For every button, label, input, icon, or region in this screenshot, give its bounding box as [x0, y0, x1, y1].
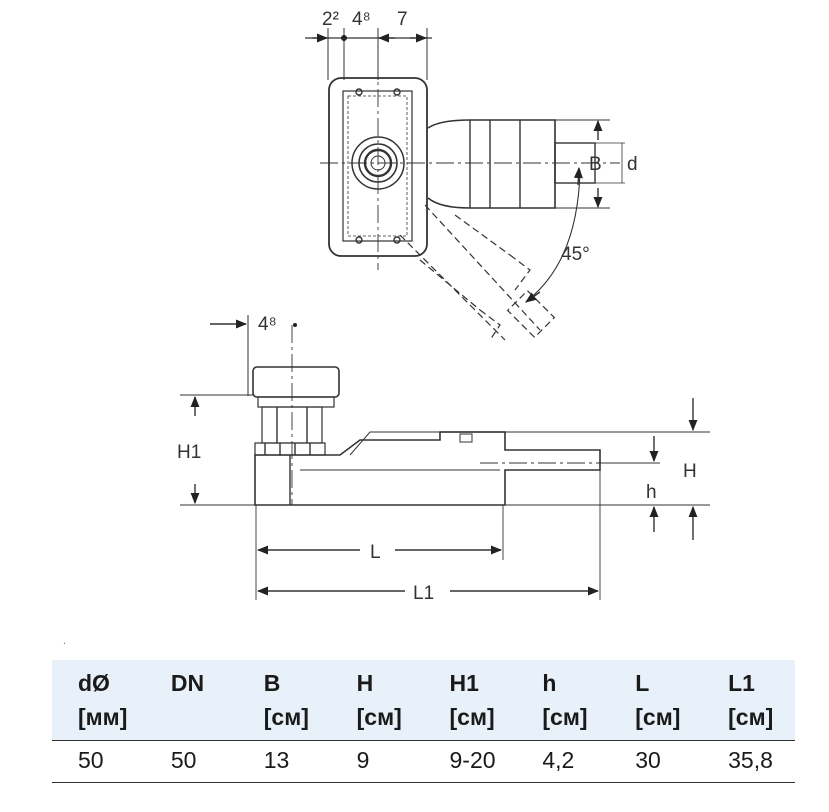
cell-b: 13	[237, 740, 331, 783]
col-header-h-small: h[см]	[542, 670, 588, 730]
footnote-mark: .	[63, 636, 66, 647]
dim-label-h-lower: h	[646, 482, 657, 503]
angle-label: 45°	[561, 244, 590, 265]
cell-h-small: 4,2	[516, 740, 610, 783]
dim-label-2-2: 2²	[322, 9, 339, 30]
technical-drawing: 2² 4⁸ 7 B d 45°	[177, 9, 710, 604]
col-header-h: H[см]	[356, 670, 402, 730]
cell-l: 30	[609, 740, 703, 783]
dim-label-d: d	[627, 154, 638, 175]
col-header-diameter: dØ[мм]	[78, 670, 128, 730]
dim-label-h-upper: H	[683, 461, 697, 482]
col-header-b: B[см]	[263, 670, 309, 730]
col-header-l: L[см]	[635, 670, 681, 730]
cell-l1: 35,8	[702, 740, 795, 783]
dim-label-4-8: 4⁸	[352, 9, 371, 30]
dim-label-l: L	[370, 542, 381, 563]
cell-diameter: 50	[52, 740, 145, 783]
dim-label-h1: H1	[177, 442, 201, 463]
spec-table-header-row: dØ[мм] DN B[см] H[см] H1[см] h[см] L[см]…	[52, 660, 795, 741]
dim-label-l1: L1	[413, 583, 434, 604]
cell-h1: 9-20	[423, 740, 517, 783]
top-view	[305, 28, 625, 341]
side-view	[180, 315, 710, 600]
col-header-l1: L1[см]	[728, 670, 774, 730]
side-view-labels: 4⁸ H1 H h L L1	[177, 314, 697, 604]
cell-dn: 50	[144, 740, 238, 783]
top-view-labels: 2² 4⁸ 7 B d 45°	[322, 9, 638, 265]
spec-table: dØ[мм] DN B[см] H[см] H1[см] h[см] L[см]…	[52, 660, 795, 783]
cell-h: 9	[330, 740, 424, 783]
table-row: 50 50 13 9 9-20 4,2 30 35,8	[52, 740, 795, 783]
col-header-h1: H1[см]	[449, 670, 495, 730]
dim-label-b: B	[589, 154, 602, 175]
dim-label-side-4-8: 4⁸	[258, 314, 277, 335]
col-header-dn: DN	[170, 670, 205, 696]
dim-label-7: 7	[397, 9, 408, 30]
